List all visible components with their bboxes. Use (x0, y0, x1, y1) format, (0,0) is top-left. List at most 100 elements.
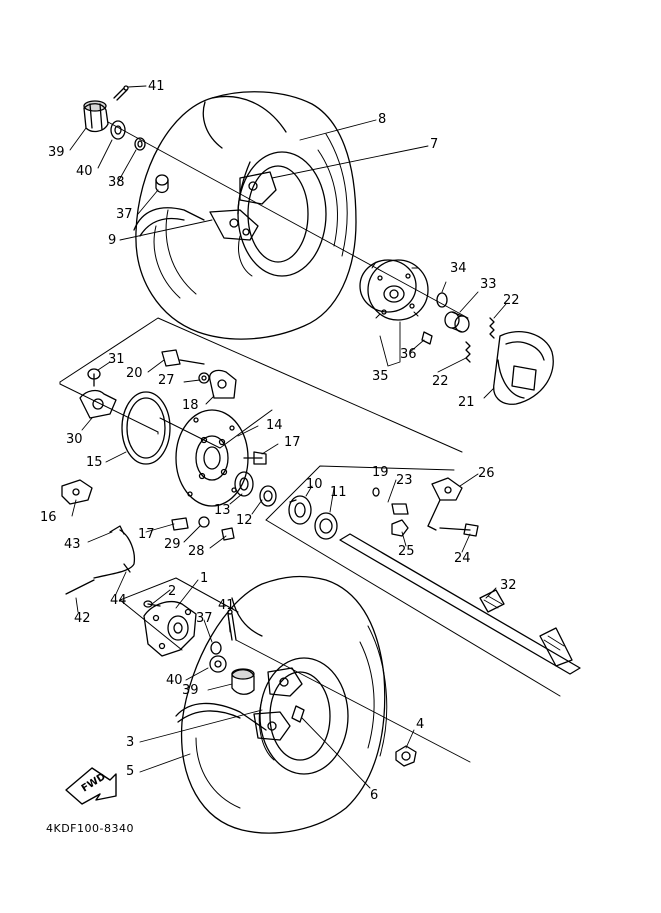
spring-22-lower (465, 341, 471, 363)
plate-30 (79, 389, 117, 419)
spacer-37-upper (155, 174, 169, 194)
nut-4 (395, 745, 417, 767)
diagram-code: 4KDF100-8340 (46, 822, 134, 835)
callout-13: 13 (214, 503, 231, 518)
callout-9: 9 (108, 233, 117, 248)
seal-15 (121, 391, 171, 465)
bracket-18 (209, 369, 237, 399)
lower-valve (175, 702, 267, 731)
callout-37-lower: 37 (196, 611, 213, 626)
axis-line-lower (235, 639, 471, 763)
bolt-24 (439, 523, 479, 537)
upper-rim (237, 151, 327, 277)
callout-40-upper: 40 (76, 164, 93, 179)
hub-1 (143, 601, 197, 657)
callout-17-lower: 17 (138, 527, 155, 542)
callout-16: 16 (40, 510, 57, 525)
camshaft-lever-26 (427, 477, 463, 531)
lower-rim (258, 657, 349, 775)
callout-39-lower: 39 (182, 683, 199, 698)
washer-29 (198, 516, 210, 528)
indicator-23 (391, 503, 409, 515)
wheel-stud-6 (291, 705, 305, 723)
callout-41-upper: 41 (148, 79, 165, 94)
axis-line-upper (107, 121, 469, 319)
circlip-19 (372, 487, 380, 497)
collar-27 (198, 372, 210, 384)
brake-drum-35 (359, 259, 429, 321)
clamp-43 (109, 525, 125, 535)
leader-lines (69, 85, 507, 789)
hub-box (119, 577, 239, 651)
callout-28: 28 (188, 544, 205, 559)
cotter-pin-41-upper (113, 85, 129, 101)
collar-33 (444, 311, 470, 333)
brake-shoe-21 (493, 331, 554, 405)
castle-nut-39-lower (231, 668, 255, 695)
axle-box (265, 465, 561, 697)
bolt-36 (421, 331, 433, 345)
washer-38 (134, 137, 146, 151)
callout-36: 36 (400, 347, 417, 362)
callout-5: 5 (126, 764, 135, 779)
callout-42: 42 (74, 611, 91, 626)
callout-15: 15 (86, 455, 103, 470)
callout-35: 35 (372, 369, 389, 384)
backplate-assembly-box (59, 317, 463, 453)
oil-seal-12 (259, 485, 277, 507)
callout-12: 12 (236, 513, 253, 528)
oil-seal-11 (314, 512, 338, 540)
callout-33: 33 (480, 277, 497, 292)
bracket-16 (61, 479, 93, 505)
callout-37-upper: 37 (116, 207, 133, 222)
bolt-17-upper (243, 451, 267, 465)
callout-6: 6 (370, 788, 379, 803)
callout-23: 23 (396, 473, 413, 488)
callout-25: 25 (398, 544, 415, 559)
callout-21: 21 (458, 395, 475, 410)
upper-valve (133, 207, 205, 237)
upper-tire (135, 91, 357, 340)
pin-42 (65, 579, 95, 595)
callout-30: 30 (66, 432, 83, 447)
nut-25 (391, 519, 409, 537)
callout-19: 19 (372, 465, 389, 480)
o-ring-34 (436, 292, 448, 308)
callout-11: 11 (330, 485, 347, 500)
spacer-37-lower (210, 641, 222, 655)
bearing-10 (288, 495, 312, 525)
callout-2: 2 (168, 584, 177, 599)
callout-24: 24 (454, 551, 471, 566)
callout-17-upper: 17 (284, 435, 301, 450)
callout-7: 7 (430, 137, 439, 152)
callout-20: 20 (126, 366, 143, 381)
callout-27: 27 (158, 373, 175, 388)
callout-38: 38 (108, 175, 125, 190)
callout-26: 26 (478, 466, 495, 481)
castle-nut-39-upper (83, 100, 109, 133)
lower-hub (253, 667, 303, 741)
bolt-28 (221, 527, 235, 541)
washer-40-upper (110, 120, 126, 140)
callout-31: 31 (108, 352, 125, 367)
callout-32: 32 (500, 578, 517, 593)
callout-41-lower: 41 (218, 598, 235, 613)
callout-10: 10 (306, 477, 323, 492)
bolt-17-lower (171, 517, 189, 531)
fwd-arrow-icon: FWD (65, 767, 117, 805)
callout-39-upper: 39 (48, 145, 65, 160)
callout-22-upper: 22 (503, 293, 520, 308)
callout-14: 14 (266, 418, 283, 433)
spring-22-upper (489, 317, 495, 339)
bearing-13 (234, 471, 254, 497)
rear-axle-32 (339, 533, 581, 675)
bolt-20 (161, 349, 205, 367)
callout-1: 1 (200, 571, 209, 586)
callout-44: 44 (110, 593, 127, 608)
washer-40-lower (209, 655, 227, 673)
callout-3: 3 (126, 735, 135, 750)
callout-4: 4 (416, 717, 425, 732)
callout-18: 18 (182, 398, 199, 413)
